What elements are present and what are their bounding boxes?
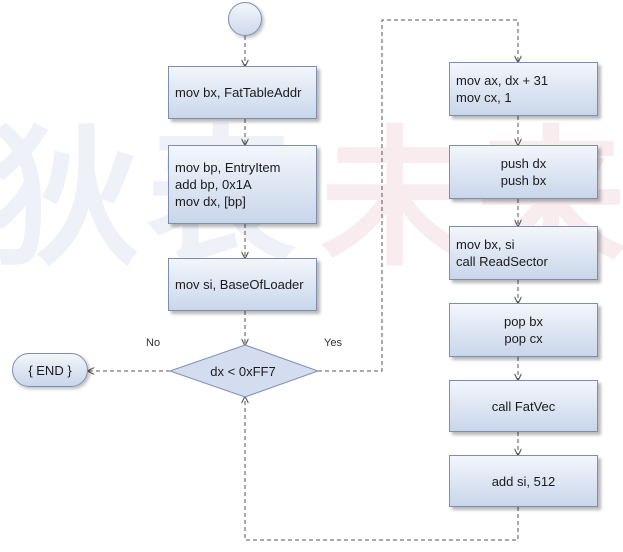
box-line: call FatVec — [491, 398, 556, 414]
box-line: mov dx, [bp] — [175, 194, 246, 209]
process-box-base-of-loader: mov si, BaseOfLoader — [168, 258, 317, 311]
box-line: pop cx — [504, 331, 543, 346]
box-line: pop bx — [503, 314, 544, 329]
box-line: add si, 512 — [491, 473, 556, 489]
no-label: No — [146, 337, 161, 349]
end-node: { END } — [12, 353, 88, 387]
process-box-mov-ax: mov ax, dx + 31 mov cx, 1 — [449, 62, 598, 116]
box-line: push bx — [500, 173, 547, 188]
box-line: mov bp, EntryItem — [175, 160, 281, 175]
box-line: mov bx, FatTableAddr — [175, 85, 302, 100]
connector-loop-back — [245, 397, 519, 541]
decision-label: dx < 0xFF7 — [210, 363, 276, 379]
connector-decision-yes — [318, 19, 518, 372]
box-line: push dx — [500, 156, 547, 171]
process-box-push: push dx push bx — [449, 145, 598, 199]
process-box-fat-vec: call FatVec — [449, 380, 598, 432]
box-line: mov cx, 1 — [456, 90, 512, 105]
box-line: call ReadSector — [456, 254, 548, 269]
box-line: mov bx, si — [456, 237, 515, 252]
yes-label: Yes — [324, 337, 342, 349]
process-box-read-sector: mov bx, si call ReadSector — [449, 226, 598, 280]
box-line: mov si, BaseOfLoader — [175, 277, 304, 292]
start-node — [228, 2, 262, 36]
box-line: add bp, 0x1A — [175, 177, 252, 192]
process-box-pop: pop bx pop cx — [449, 303, 598, 357]
box-line: mov ax, dx + 31 — [456, 73, 549, 88]
decision-diamond — [168, 344, 320, 398]
process-box-fat-table: mov bx, FatTableAddr — [168, 66, 317, 119]
process-box-add-si: add si, 512 — [449, 455, 598, 507]
process-box-entry-item: mov bp, EntryItem add bp, 0x1A mov dx, [… — [168, 145, 317, 224]
